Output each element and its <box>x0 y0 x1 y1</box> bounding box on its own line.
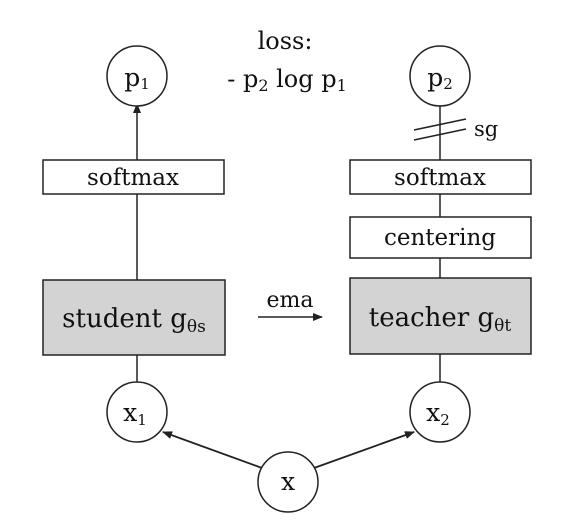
stop-gradient-label: sg <box>474 117 498 141</box>
augmentation-arrow-to-x1 <box>162 431 263 469</box>
svg-text:x2: x2 <box>426 398 450 429</box>
teacher-softmax-box: softmax <box>349 159 532 195</box>
svg-text:teacher gθt: teacher gθt <box>369 303 512 336</box>
loss-title: loss: <box>258 27 313 55</box>
student-output-node: p1 <box>106 45 168 107</box>
student-input-node: x1 <box>106 381 168 443</box>
teacher-centering-box: centering <box>349 216 532 259</box>
student-network-box: student gθs <box>42 279 226 356</box>
svg-text:centering: centering <box>384 225 496 251</box>
svg-text:softmax: softmax <box>394 165 486 191</box>
student-softmax-box: softmax <box>42 159 225 195</box>
svg-text:softmax: softmax <box>87 165 179 191</box>
augmentation-arrow-to-x2 <box>313 431 415 469</box>
loss-formula: - p2 log p1 <box>227 65 347 95</box>
svg-text:p2: p2 <box>427 63 453 93</box>
svg-text:x: x <box>281 467 295 496</box>
teacher-output-node: p2 <box>409 45 471 107</box>
teacher-network-box: teacher gθt <box>349 277 532 355</box>
svg-text:student gθs: student gθs <box>62 304 206 337</box>
svg-text:x1: x1 <box>123 398 147 429</box>
stop-gradient-mark <box>413 118 467 141</box>
teacher-input-node: x2 <box>409 381 471 443</box>
source-input-node: x <box>257 451 319 513</box>
svg-text:p1: p1 <box>124 63 150 93</box>
ema-label: ema <box>267 288 314 313</box>
